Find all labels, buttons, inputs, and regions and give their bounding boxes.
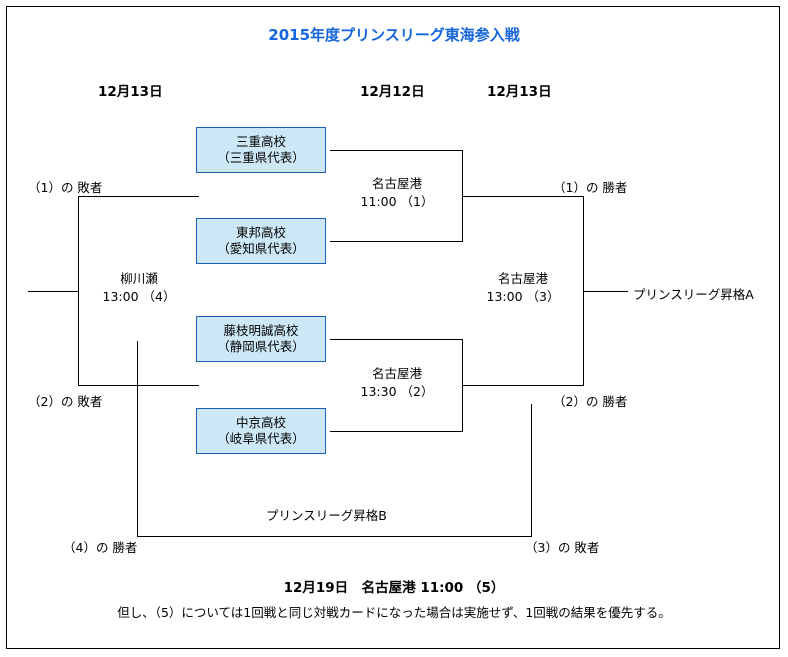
match-label-2: 名古屋港 13:30 （2） bbox=[331, 365, 463, 401]
team-box-3[interactable]: 藤枝明誠高校 （静岡県代表） bbox=[196, 316, 326, 362]
footer-note: 但し、（5）については1回戦と同じ対戦カードになった場合は実施せず、1回戦の結果… bbox=[117, 605, 671, 620]
line-team3-to-match2 bbox=[330, 339, 463, 340]
date-header-right: 12月13日 bbox=[487, 84, 552, 100]
match-time-3: 13:00 （3） bbox=[486, 289, 560, 305]
line-match4-winner-down bbox=[137, 341, 138, 537]
line-loser1-to-match4 bbox=[78, 196, 199, 197]
match-label-4: 柳川瀬 13:00 （4） bbox=[79, 270, 199, 306]
line-match3-loser-down bbox=[531, 404, 532, 537]
match-label-3: 名古屋港 13:00 （3） bbox=[463, 270, 583, 306]
team-name-2: 東邦高校 bbox=[235, 225, 286, 241]
match-venue-2: 名古屋港 bbox=[371, 366, 422, 381]
label-winner-of-1: （1）の 勝者 bbox=[553, 180, 628, 195]
date-header-left: 12月13日 bbox=[98, 84, 163, 100]
team-name-4: 中京高校 bbox=[235, 415, 286, 431]
team-rep-2: （愛知県代表） bbox=[217, 241, 305, 256]
date-header-center: 12月12日 bbox=[360, 84, 425, 100]
team-name-1: 三重高校 bbox=[235, 134, 286, 150]
label-winner-of-4: （4）の 勝者 bbox=[63, 540, 138, 555]
line-match4-out bbox=[28, 291, 79, 292]
match-label-1: 名古屋港 11:00 （1） bbox=[331, 175, 463, 211]
label-loser-of-1: （1）の 敗者 bbox=[28, 180, 103, 195]
match-time-2: 13:30 （2） bbox=[360, 384, 434, 400]
team-rep-1: （三重県代表） bbox=[217, 150, 305, 165]
line-team1-to-match1 bbox=[330, 150, 463, 151]
line-match2-to-final bbox=[462, 385, 584, 386]
line-match5-bar bbox=[137, 536, 532, 537]
footer-match5-info: 12月19日 名古屋港 11:00 （5） bbox=[283, 580, 505, 596]
label-loser-of-3: （3）の 敗者 bbox=[525, 540, 600, 555]
match-venue-3: 名古屋港 bbox=[497, 271, 548, 286]
team-box-4[interactable]: 中京高校 （岐阜県代表） bbox=[196, 408, 326, 454]
label-winner-of-2: （2）の 勝者 bbox=[553, 394, 628, 409]
label-loser-of-2: （2）の 敗者 bbox=[28, 394, 103, 409]
match-venue-4: 柳川瀬 bbox=[120, 271, 158, 286]
match-time-1: 11:00 （1） bbox=[360, 194, 434, 210]
line-team2-to-match1 bbox=[330, 241, 463, 242]
team-name-3: 藤枝明誠高校 bbox=[223, 323, 299, 339]
team-rep-4: （岐阜県代表） bbox=[217, 431, 305, 446]
team-box-2[interactable]: 東邦高校 （愛知県代表） bbox=[196, 218, 326, 264]
line-final-to-promotion-a bbox=[583, 291, 628, 292]
match-venue-1: 名古屋港 bbox=[371, 176, 422, 191]
label-promotion-a: プリンスリーグ昇格A bbox=[633, 287, 754, 302]
match-time-4: 13:00 （4） bbox=[102, 289, 176, 305]
team-box-1[interactable]: 三重高校 （三重県代表） bbox=[196, 127, 326, 173]
page-border bbox=[6, 6, 780, 649]
label-promotion-b: プリンスリーグ昇格B bbox=[266, 508, 387, 523]
page-title: 2015年度プリンスリーグ東海参入戦 bbox=[268, 26, 520, 44]
line-match1-to-final bbox=[462, 196, 584, 197]
team-rep-3: （静岡県代表） bbox=[217, 339, 305, 354]
line-loser2-to-match4 bbox=[78, 385, 199, 386]
line-team4-to-match2 bbox=[330, 431, 463, 432]
